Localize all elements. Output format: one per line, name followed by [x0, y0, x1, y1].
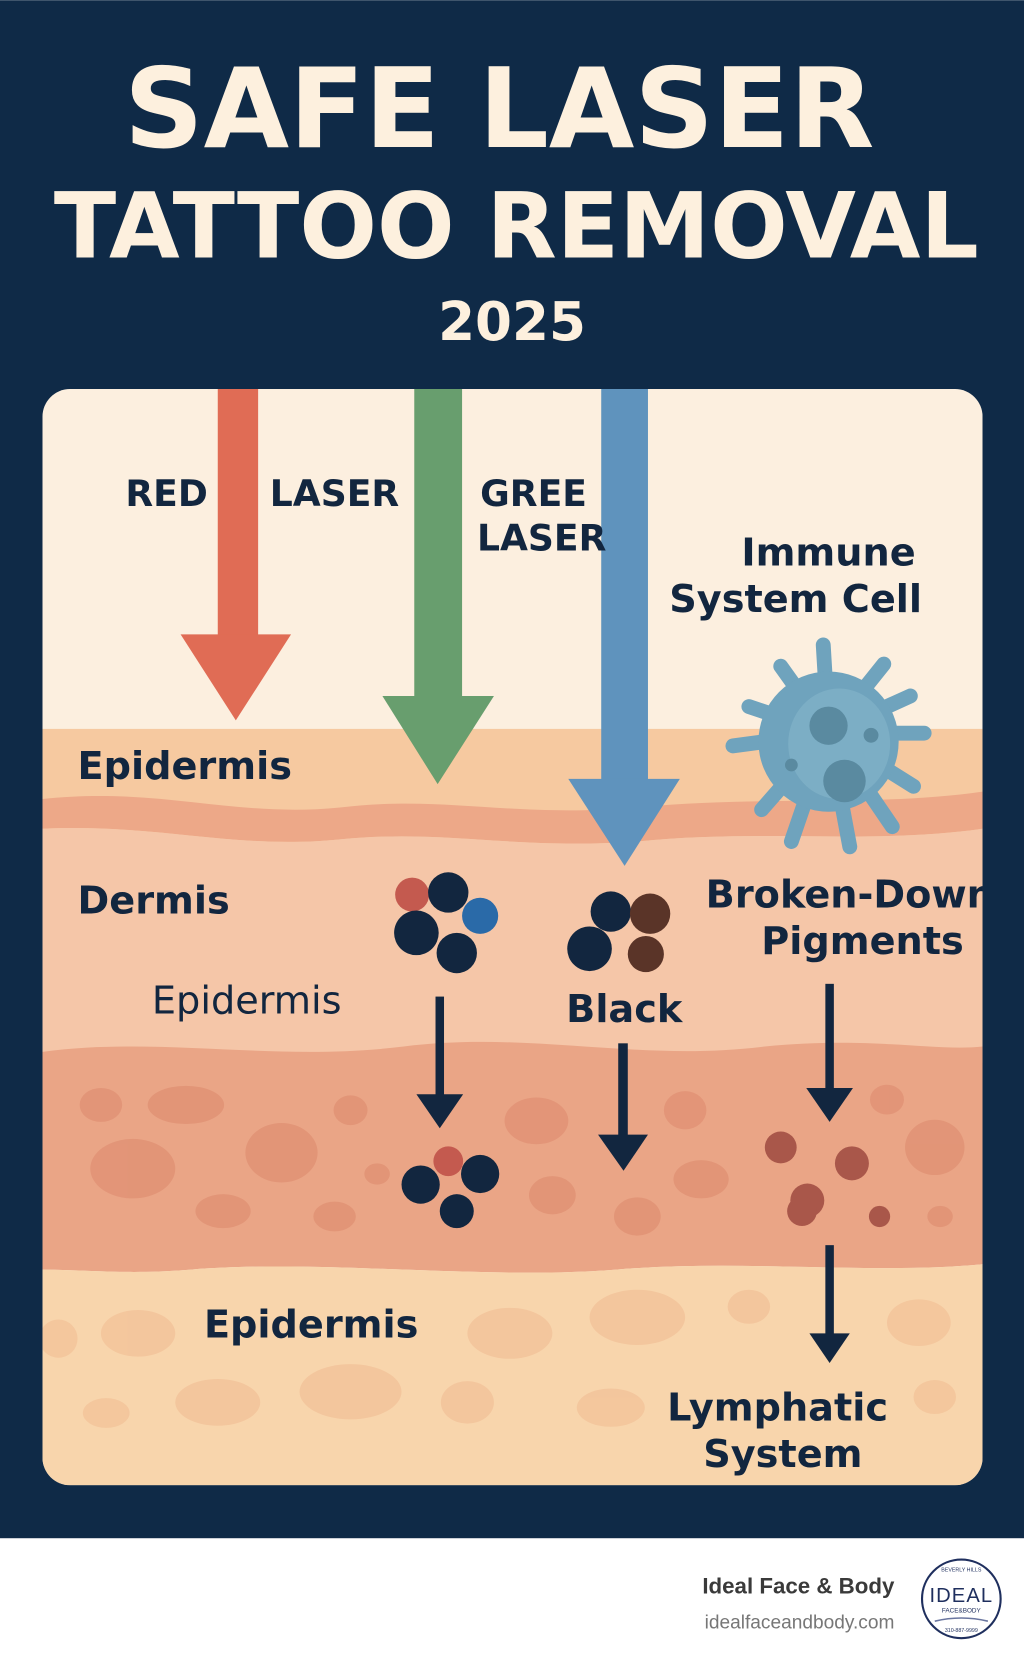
- svg-text:FACE&BODY: FACE&BODY: [942, 1608, 982, 1615]
- red-laser-label-2: LASER: [270, 472, 400, 515]
- deep-dermis-layer: [42, 1041, 983, 1273]
- svg-text:BEVERLY HILLS: BEVERLY HILLS: [941, 1567, 982, 1573]
- svg-text:IDEAL: IDEAL: [930, 1585, 994, 1607]
- dermis-label: Dermis: [78, 880, 230, 924]
- green-laser-label-1: GREE: [480, 472, 587, 515]
- tissue-blobs: [79, 1084, 965, 1236]
- brand-name: Ideal Face & Body: [702, 1574, 895, 1599]
- epidermis-label-bottom: Epidermis: [204, 1304, 418, 1348]
- epidermis-label-top: Epidermis: [78, 745, 292, 789]
- fragmented-pigment-cluster: [401, 1146, 500, 1229]
- black-pigment-cluster: [567, 891, 671, 973]
- broken-pigments-label-2: Pigments: [761, 920, 964, 964]
- immune-cell-icon: [725, 637, 932, 855]
- immune-cell-label-1: Immune: [741, 531, 915, 575]
- green-laser-label-2: LASER: [477, 516, 607, 559]
- brand-logo: BEVERLY HILLS IDEAL FACE&BODY 310-887-99…: [920, 1558, 1002, 1640]
- footer-background: [0, 1538, 1024, 1666]
- title-year: 2025: [438, 291, 586, 353]
- black-pigment-label: Black: [566, 988, 684, 1032]
- red-laser-arrow: [180, 388, 292, 721]
- title-line-1: SAFE LASER: [124, 45, 874, 174]
- title-line-2: TATTOO REMOVAL: [54, 172, 979, 279]
- epidermis-label-mid: Epidermis: [152, 980, 342, 1024]
- green-laser-arrow: [382, 388, 494, 785]
- mixed-pigment-cluster: [394, 872, 499, 974]
- brand-website[interactable]: idealfaceandbody.com: [705, 1613, 895, 1634]
- blue-laser-arrow: [568, 388, 680, 866]
- broken-pigments-label-1: Broken-Down: [706, 873, 994, 917]
- wavy-boundary: [42, 791, 983, 844]
- broken-down-pigments: [764, 1131, 891, 1228]
- subcutaneous-blobs: [42, 1289, 957, 1428]
- svg-text:310-887-9999: 310-887-9999: [945, 1628, 978, 1634]
- immune-cell-label-2: System Cell: [669, 578, 922, 622]
- dermis-layer: [42, 828, 983, 1063]
- flow-arrows: [416, 983, 853, 1364]
- skin-diagram-panel: RED LASER GREE LASER Immune System Cell …: [42, 388, 994, 1486]
- lymphatic-label-2: System: [703, 1433, 862, 1477]
- red-laser-label-1: RED: [125, 472, 207, 515]
- lymphatic-label-1: Lymphatic: [667, 1386, 888, 1430]
